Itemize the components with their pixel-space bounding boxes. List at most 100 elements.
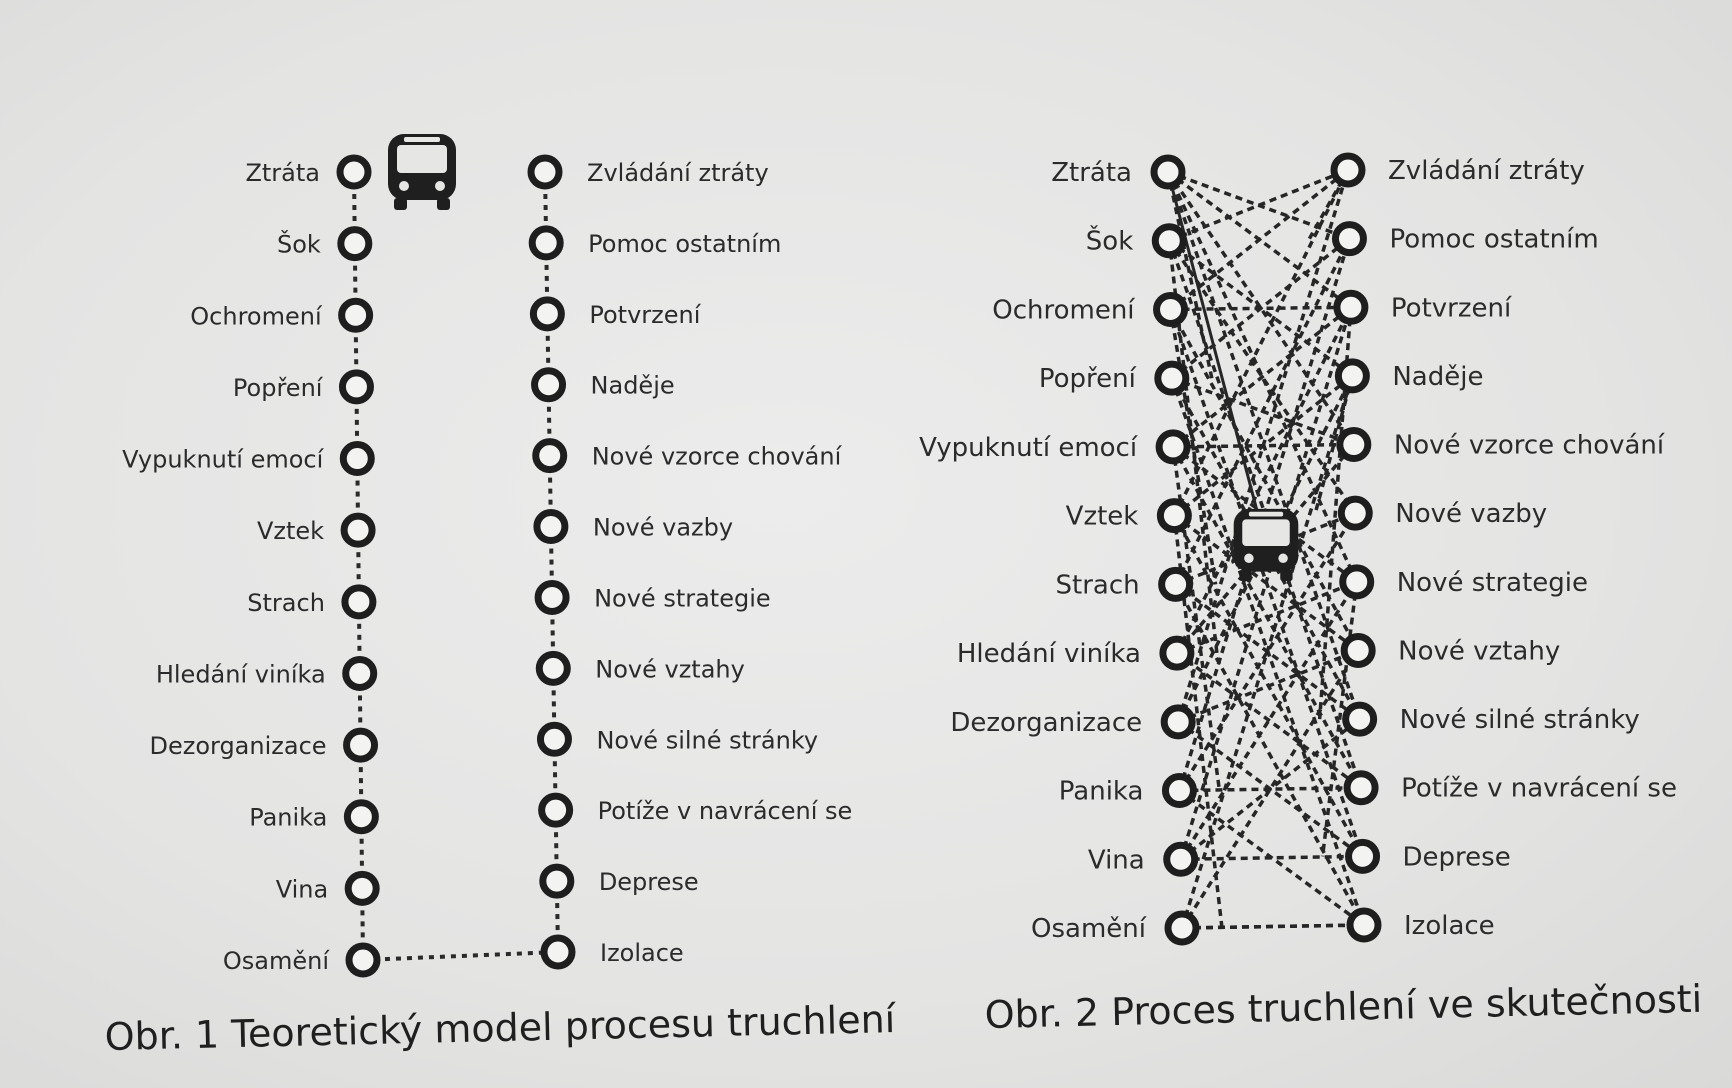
figure-2-link (1174, 583, 1366, 926)
fig1-left-label-vztek: Vztek (257, 517, 324, 545)
fig1-right-node-izolace (540, 934, 576, 970)
fig2-left-label-strach: Strach (1056, 570, 1140, 600)
fig1-right-node-nove-strategie (534, 579, 570, 615)
fig1-right-node-nove-silne-stranky (536, 721, 572, 757)
figure-2-link (1176, 580, 1358, 655)
fig1-left-node-sok (337, 226, 373, 262)
fig2-left-label-vztek: Vztek (1066, 502, 1139, 532)
fig1-left-node-vypuknuti-emoci (339, 441, 375, 477)
fig2-right-node-potize-v-navraceni-se (1343, 770, 1379, 806)
fig1-right-label-potvrzeni: Potvrzení (589, 301, 701, 329)
fig1-right-label-nadeje: Naděje (591, 372, 675, 400)
figure-2-link (1175, 651, 1363, 790)
figure-2-link (1172, 305, 1352, 449)
fig1-right-node-nove-vazby (533, 509, 569, 545)
figure-1-bottom-link (362, 950, 559, 962)
figure-2-link (1320, 581, 1359, 857)
figure-2-link (1166, 171, 1356, 446)
bus-icon (1233, 508, 1299, 582)
fig1-left-node-vztek (340, 512, 376, 548)
fig2-right-label-nove-silne-stranky: Nové silné stránky (1400, 705, 1640, 735)
fig1-left-node-strach (341, 584, 377, 620)
fig2-left-node-hledani-vinika (1159, 635, 1195, 671)
figure-2-link (1171, 446, 1222, 791)
fig1-right-label-zvladani-ztraty: Zvládání ztráty (587, 159, 769, 187)
fig1-right-node-deprese (539, 863, 575, 899)
fig2-left-label-ztrata: Ztráta (1051, 158, 1132, 188)
fig2-right-label-zvladani-ztraty: Zvládání ztráty (1388, 156, 1585, 186)
figure-2-link (1181, 923, 1365, 930)
fig2-left-label-sok: Šok (1086, 225, 1133, 257)
fig2-left-node-vztek (1156, 498, 1192, 534)
fig2-left-node-popreni (1154, 360, 1190, 396)
figure-2-link (1167, 240, 1219, 654)
figure-2-caption: Obr. 2 Proces truchlení ve skutečnosti (984, 977, 1703, 1037)
fig2-right-label-potize-v-navraceni-se: Potíže v navrácení se (1401, 774, 1677, 804)
fig1-right-label-nove-vztahy: Nové vztahy (595, 655, 745, 683)
fig2-right-label-potvrzeni: Potvrzení (1391, 293, 1512, 323)
figure-2-link (1166, 171, 1268, 546)
fig2-left-node-vypuknuti-emoci (1155, 429, 1191, 465)
fig1-left-node-vina (344, 870, 380, 906)
fig1-right-label-potize-v-navraceni-se: Potíže v navrácení se (598, 797, 853, 825)
fig2-left-node-panika (1161, 773, 1197, 809)
bus-icon (388, 134, 456, 210)
fig1-left-node-panika (343, 799, 379, 835)
fig1-right-node-nadeje (531, 367, 567, 403)
fig2-right-label-nove-vztahy: Nové vztahy (1398, 636, 1560, 666)
fig2-left-node-strach (1158, 566, 1194, 602)
fig1-right-label-nove-silne-stranky: Nové silné stránky (596, 726, 818, 754)
fig1-left-label-dezorganizace: Dezorganizace (149, 732, 326, 760)
figure-2-link (1168, 168, 1349, 243)
fig1-left-node-osameni (345, 942, 381, 978)
fig2-right-node-nove-vzorce-chovani (1336, 427, 1372, 463)
figure-2-link (1176, 169, 1350, 723)
fig2-left-label-hledani-vinika: Hledání viníka (957, 639, 1141, 669)
fig2-right-label-nove-vazby: Nové vazby (1395, 499, 1547, 529)
fig2-right-label-nove-strategie: Nové strategie (1397, 568, 1588, 598)
fig2-right-node-pomoc-ostatnim (1331, 221, 1367, 257)
fig2-right-label-izolace: Izolace (1404, 911, 1495, 941)
fig2-right-node-zvladani-ztraty (1330, 152, 1366, 188)
figure-2-link (1179, 306, 1353, 860)
figure-2-link (1175, 306, 1353, 654)
fig2-left-label-osameni: Osamění (1031, 914, 1147, 944)
fig1-left-node-popreni (338, 369, 374, 405)
fig2-left-label-ochromeni: Ochromení (992, 295, 1135, 325)
fig2-right-label-deprese: Deprese (1403, 842, 1511, 872)
fig2-left-label-dezorganizace: Dezorganizace (950, 708, 1142, 738)
fig2-left-node-osameni (1164, 910, 1200, 946)
figure-2-link (1170, 237, 1351, 380)
figure-2-link (1177, 512, 1357, 792)
fig2-left-label-popreni: Popření (1039, 364, 1137, 394)
fig2-left-label-vina: Vina (1088, 845, 1145, 875)
fig1-left-label-sok: Šok (277, 229, 321, 259)
fig1-left-node-hledani-vinika (342, 655, 378, 691)
fig1-right-node-zvladani-ztraty (527, 154, 563, 190)
fig2-left-node-ochromeni (1153, 291, 1189, 327)
figure-1-connectors (352, 171, 560, 962)
fig1-left-label-osameni: Osamění (223, 947, 330, 975)
fig1-right-node-nove-vztahy (535, 650, 571, 686)
fig1-right-node-potvrzeni (529, 296, 565, 332)
figure-2-link (1169, 168, 1350, 311)
figure-2-link (1179, 580, 1359, 861)
fig2-right-node-nadeje (1334, 358, 1370, 394)
fig2-right-node-potvrzeni (1333, 289, 1369, 325)
fig1-right-label-pomoc-ostatnim: Pomoc ostatním (588, 230, 781, 258)
figure-2-link (1172, 515, 1224, 929)
fig1-right-label-nove-vzorce-chovani: Nové vzorce chování (592, 443, 843, 471)
figure-2-link (1180, 375, 1355, 929)
fig1-left-label-panika: Panika (249, 804, 327, 832)
fig1-left-label-vypuknuti-emoci: Vypuknutí emocí (122, 446, 324, 474)
fig2-left-node-ztrata (1150, 154, 1186, 190)
figure-2-link (1177, 648, 1359, 724)
fig2-right-node-nove-silne-stranky (1342, 701, 1378, 737)
fig1-right-label-izolace: Izolace (600, 939, 684, 967)
figure-2-link (1180, 854, 1363, 862)
fig1-left-label-ztrata: Ztráta (245, 159, 320, 187)
figure-1-caption: Obr. 1 Teoretický model procesu truchlen… (104, 997, 897, 1059)
